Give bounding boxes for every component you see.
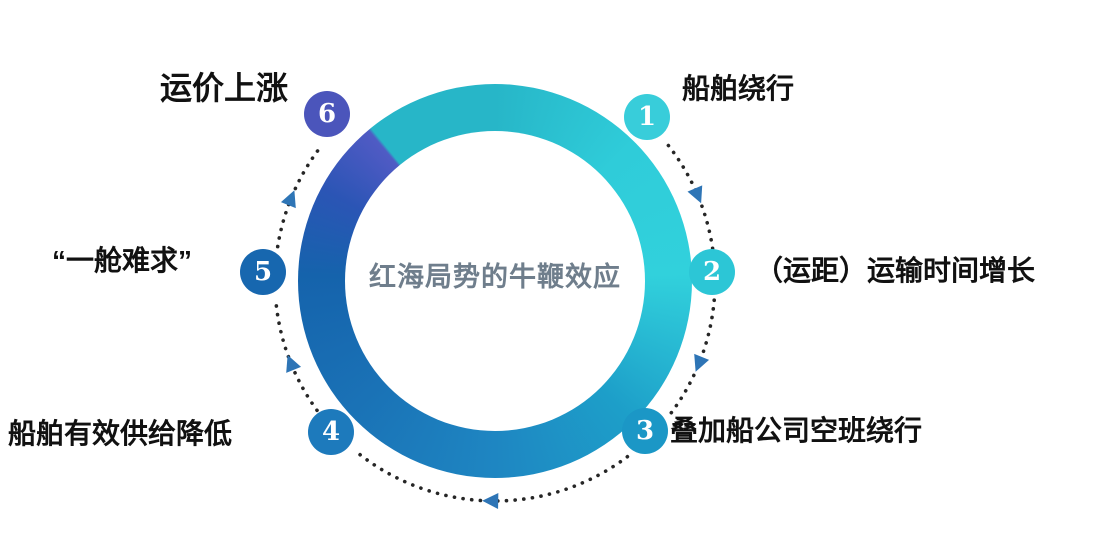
flow-arc-5-6 [275, 146, 322, 249]
node-number-1: 1 [637, 102, 657, 132]
flow-arc-4-5 [274, 298, 319, 413]
node-circle-5: 5 [240, 249, 286, 295]
diagram-title: 红海局势的牛鞭效应 [369, 261, 621, 292]
node-label-1: 船舶绕行 [682, 73, 795, 104]
node-circle-6: 6 [304, 91, 350, 137]
node-label-3: 叠加船公司空班绕行 [670, 415, 923, 446]
flow-arrow-5-6 [280, 190, 296, 209]
flow-arrow-1-2 [687, 185, 703, 204]
flow-arc-3-4 [351, 447, 630, 503]
node-label-4: 船舶有效供给降低 [8, 418, 233, 449]
node-number-5: 5 [253, 257, 273, 287]
flow-arrow-2-3 [694, 353, 710, 372]
node-number-4: 4 [321, 417, 341, 447]
node-circle-2: 2 [689, 249, 735, 295]
node-label-6: 运价上涨 [159, 70, 288, 106]
flow-arrow-3-4 [482, 493, 499, 510]
ring-inner: 红海局势的牛鞭效应 [345, 131, 645, 431]
node-circle-4: 4 [308, 409, 354, 455]
flow-arrow-4-5 [286, 355, 302, 373]
node-number-2: 2 [702, 257, 722, 287]
flow-arc-1-2 [666, 143, 715, 253]
node-circle-3: 3 [622, 408, 668, 454]
flow-arc-2-3 [666, 298, 716, 419]
node-label-2: （运距）运输时间增长 [755, 255, 1036, 286]
node-label-5: “一舱难求” [52, 245, 193, 276]
node-circle-1: 1 [624, 94, 670, 140]
node-number-3: 3 [635, 416, 655, 446]
node-number-6: 6 [317, 99, 337, 129]
